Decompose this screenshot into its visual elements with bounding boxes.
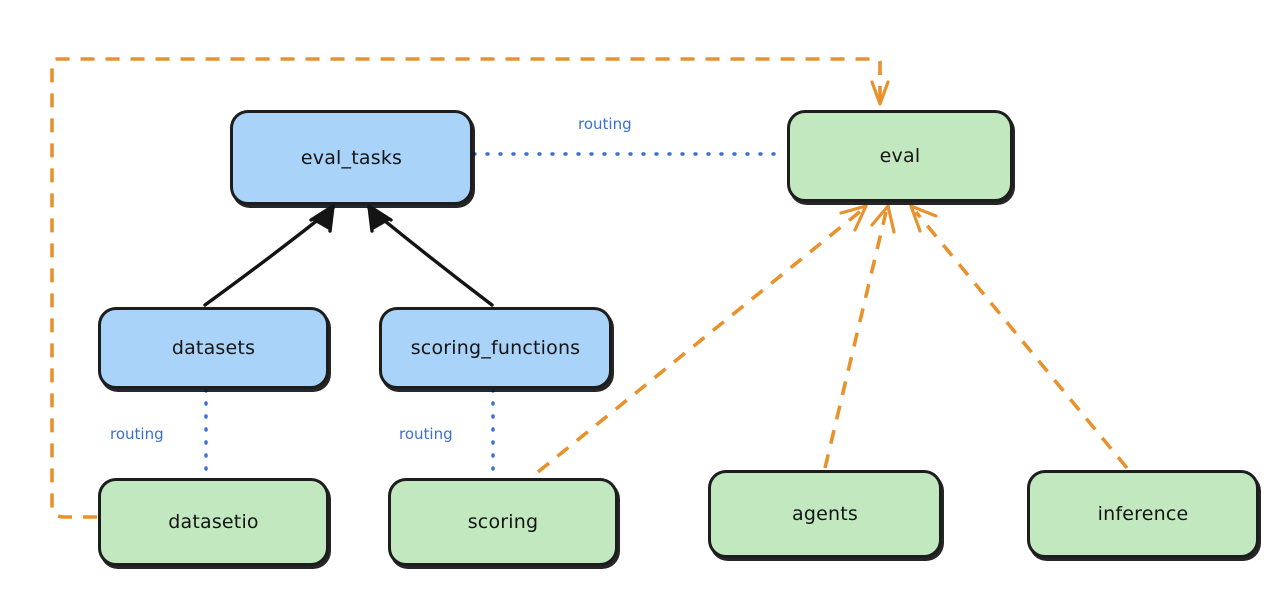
- edge-inference-to-eval-dependency: [909, 204, 1129, 470]
- node-scoring-functions[interactable]: scoring_functions: [379, 307, 612, 389]
- node-scoring[interactable]: scoring: [388, 478, 618, 566]
- node-eval-label: eval: [879, 145, 921, 167]
- node-datasets[interactable]: datasets: [98, 307, 329, 389]
- edge-scoring_functions-to-eval_tasks: [367, 204, 494, 307]
- node-eval-tasks[interactable]: eval_tasks: [230, 110, 473, 205]
- node-inference[interactable]: inference: [1027, 470, 1259, 558]
- edge-agents-to-eval-dependency: [823, 204, 896, 469]
- node-inference-label: inference: [1097, 503, 1189, 525]
- edge-datasets-to-eval_tasks: [203, 204, 335, 307]
- edge-label-routing-datasets: routing: [110, 425, 164, 443]
- edge-label-routing-eval-tasks: routing: [578, 115, 632, 133]
- node-datasets-label: datasets: [171, 337, 256, 359]
- node-datasetio[interactable]: datasetio: [98, 478, 329, 566]
- node-eval[interactable]: eval: [787, 110, 1013, 202]
- node-scoring-functions-label: scoring_functions: [410, 337, 581, 359]
- node-scoring-label: scoring: [467, 511, 539, 533]
- node-agents[interactable]: agents: [708, 470, 942, 558]
- edge-label-routing-scoring: routing: [399, 425, 453, 443]
- node-datasetio-label: datasetio: [168, 511, 259, 533]
- node-eval-tasks-label: eval_tasks: [300, 146, 403, 169]
- node-agents-label: agents: [792, 503, 858, 525]
